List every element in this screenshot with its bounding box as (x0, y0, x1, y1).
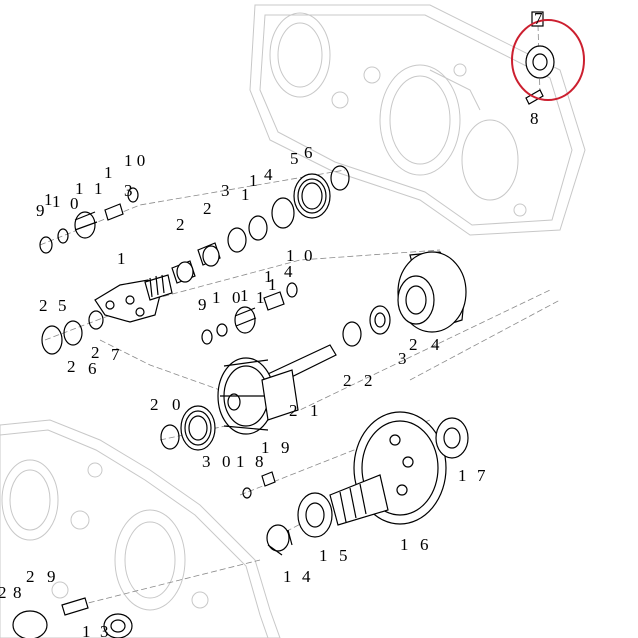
snap-ring-20 (160, 424, 180, 450)
callout-0a: 0 (70, 194, 79, 213)
snap-ring-22 (342, 321, 362, 347)
lower-housing-ghost (0, 419, 281, 638)
sleeve-2 (171, 242, 221, 284)
callout-2b: 2 (176, 215, 185, 234)
bottom-left-parts (12, 597, 133, 638)
callout-4-14: 4 (302, 567, 311, 586)
callout-10-top: 1 0 (124, 151, 145, 170)
callout-0-30: 0 (222, 452, 231, 471)
gear-cluster-upper-left (39, 187, 139, 254)
callout-8-28: 8 (13, 583, 22, 602)
callout-1-14: 1 (283, 567, 292, 586)
callout-8: 8 (530, 109, 539, 128)
large-gear-shaft-16 (329, 411, 447, 526)
callout-2-27: 2 (91, 343, 100, 362)
callout-9-top: 9 (36, 201, 45, 220)
flange-shaft-1 (94, 274, 173, 323)
callout-4-mid: 4 (284, 262, 293, 281)
bearing-23 (369, 305, 391, 335)
callout-1i: 1 (240, 286, 249, 305)
callout-2-28: 2 (0, 583, 7, 602)
callout-3-30: 3 (202, 452, 211, 471)
callout-1f: 1 (241, 185, 250, 204)
callout-1k: 1 (256, 288, 265, 307)
snap-rings-left (41, 310, 104, 355)
callout-5: 5 (290, 149, 299, 168)
washer-part-7 (525, 11, 555, 79)
pin-18-19 (242, 471, 276, 499)
main-shaft-21 (217, 344, 337, 435)
callout-4-top: 4 (264, 165, 273, 184)
bearing-30 (180, 405, 216, 451)
callout-2-26: 2 (67, 357, 76, 376)
gear-cluster-middle (201, 282, 298, 345)
bearing-17 (435, 417, 469, 459)
callout-1c: 1 (94, 179, 103, 198)
snap-ring-6 (330, 165, 350, 191)
callout-1-16: 1 (400, 535, 409, 554)
callout-9-19: 9 (281, 438, 290, 457)
callout-3-mid: 3 (124, 181, 133, 200)
callout-2-22b: 2 (364, 371, 373, 390)
callout-0-mid2: 0 (232, 288, 241, 307)
callout-0-20: 0 (172, 395, 181, 414)
callout-1e: 1 (249, 171, 258, 190)
callout-1-17: 1 (458, 466, 467, 485)
callout-2-21: 2 (289, 401, 298, 420)
callout-1-flange: 1 (117, 249, 126, 268)
callout-6-16: 6 (420, 535, 429, 554)
callout-3-top: 3 (221, 181, 230, 200)
callout-3-13: 3 (100, 622, 109, 638)
callout-7: 7 (534, 9, 543, 28)
callout-1a: 1 (104, 163, 113, 182)
bearing-5 (293, 173, 331, 219)
washer-13 (248, 215, 268, 241)
callout-5-25: 5 (58, 296, 67, 315)
callout-2-25: 2 (39, 296, 48, 315)
snap-ring-3 (227, 227, 247, 253)
callout-6: 6 (304, 143, 313, 162)
callout-1-13: 1 (82, 622, 91, 638)
upper-housing-ghost (249, 4, 586, 236)
callout-3-23: 3 (398, 349, 407, 368)
callout-9-mid: 9 (198, 295, 207, 314)
gear-drum-24 (397, 251, 467, 333)
callout-6-26: 6 (88, 359, 97, 378)
callout-1-30: 1 (236, 452, 245, 471)
callout-1g: 1 (286, 246, 295, 265)
callout-4-24: 4 (431, 335, 440, 354)
callout-7-17: 7 (477, 466, 486, 485)
callout-7-27: 7 (111, 345, 120, 364)
callout-1l: 1 (268, 275, 277, 294)
callout-5-15: 5 (339, 546, 348, 565)
callout-1-15: 1 (319, 546, 328, 565)
sleeve-14 (266, 524, 293, 556)
callout-0-mid: 0 (304, 246, 313, 265)
callout-1-19: 1 (261, 438, 270, 457)
snap-ring-4 (271, 197, 295, 229)
callout-1m: 1 (44, 190, 53, 209)
callout-2-24: 2 (409, 335, 418, 354)
callout-1j: 1 (212, 288, 221, 307)
callout-1-21: 1 (310, 401, 319, 420)
callout-8-18: 8 (255, 452, 264, 471)
callout-9-29: 9 (47, 567, 56, 586)
highlight-circle (511, 19, 585, 101)
callout-1d: 1 (52, 192, 61, 211)
bearing-15 (297, 492, 333, 538)
callout-2a: 2 (203, 199, 212, 218)
callout-2-20: 2 (150, 395, 159, 414)
callout-labels: 7 8 6 5 1 0 4 1 1 0 1 1 9 1 3 1 2 2 3 1 … (0, 9, 543, 638)
callout-2-29: 2 (26, 567, 35, 586)
callout-1h: 1 (264, 267, 273, 286)
callout-2-22a: 2 (343, 371, 352, 390)
callout-1b: 1 (75, 179, 84, 198)
